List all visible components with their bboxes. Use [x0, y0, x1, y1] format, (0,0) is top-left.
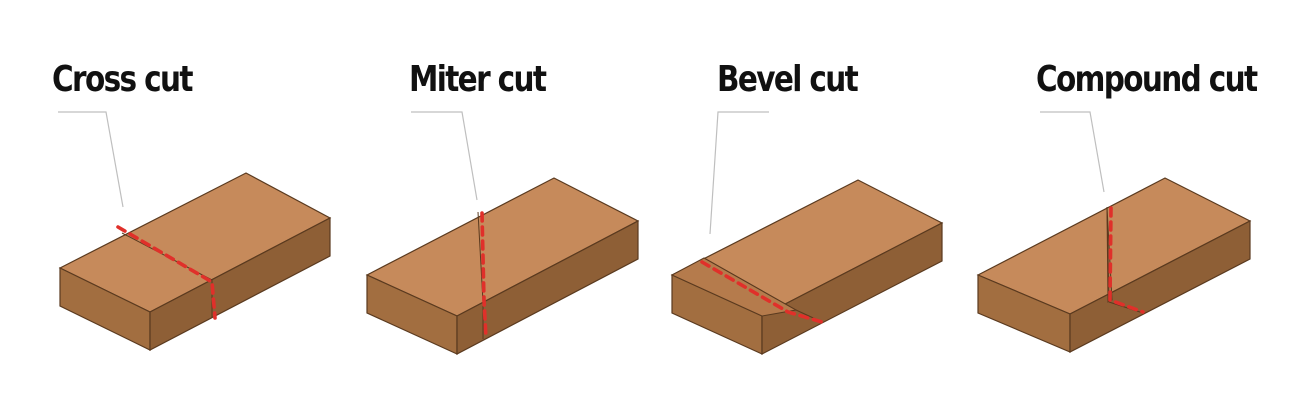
cut-edge-top [703, 257, 797, 311]
cross-cut-board [58, 111, 332, 351]
compound-cut-diagram: Compound cut [920, 0, 1258, 418]
cross-cut-diagram: Cross cut [0, 0, 332, 418]
label-compound-cut: Compound cut [1036, 59, 1258, 100]
label-bevel-cut: Bevel cut [717, 59, 859, 100]
cut-line [116, 225, 217, 320]
miter-cut-diagram: Miter cut [307, 0, 640, 418]
miter-cut-board [365, 111, 640, 355]
cut-line [1108, 206, 1145, 314]
cut-edge-side [1108, 301, 1144, 314]
label-miter-cut: Miter cut [409, 59, 547, 100]
board-side-face [456, 220, 639, 355]
cut-line [700, 260, 824, 324]
compound-cut-board [976, 111, 1252, 353]
bevel-cut-board [670, 111, 944, 355]
leader-line [709, 111, 769, 235]
leader-line [1040, 111, 1105, 193]
board-side-face [1069, 220, 1251, 353]
label-cross-cut: Cross cut [52, 59, 193, 100]
cut-line [480, 211, 488, 340]
board-side-face [761, 222, 943, 355]
leader-line [58, 111, 124, 208]
leader-line [411, 111, 478, 201]
bevel-cut-diagram: Bevel cut [614, 0, 944, 418]
board-side-face [149, 217, 331, 351]
